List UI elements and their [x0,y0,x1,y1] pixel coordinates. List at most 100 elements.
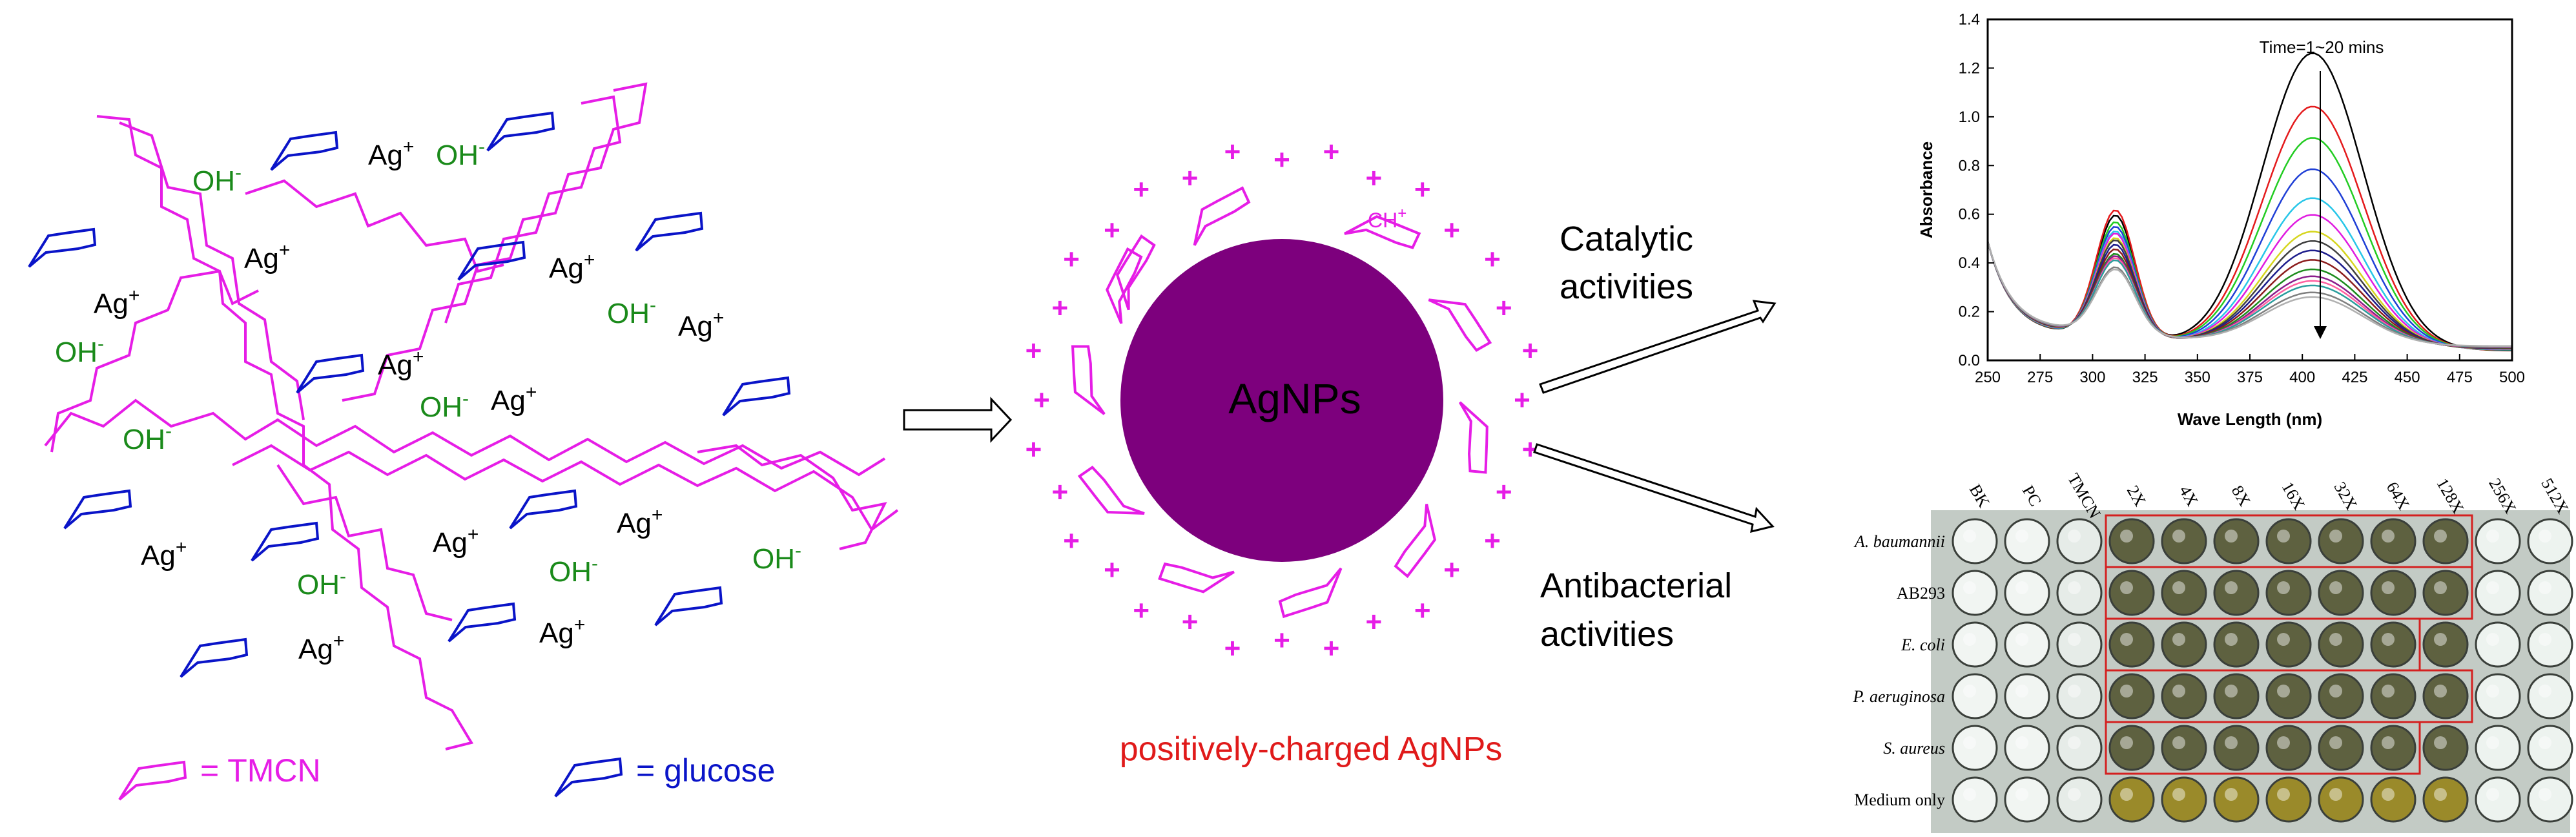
y-tick-label: 0.2 [1959,304,1980,321]
well-highlight [2486,633,2499,646]
well-highlight [2277,633,2290,646]
well-highlight [2434,633,2447,646]
antibacterial-label-line2: activities [1540,615,1674,654]
plate-well [2056,518,2103,564]
glucose-ring [296,354,364,394]
plate-column-label: 2X [2123,482,2150,510]
plate-well [2422,518,2469,564]
plate-well [2370,570,2416,616]
plate-row-label: P. aeruginosa [1852,687,1945,706]
well-highlight [2277,736,2290,749]
positive-charge: + [1051,476,1068,508]
well-highlight [2172,788,2185,801]
plate-well [2527,518,2573,564]
plate-row-label: AB293 [1897,584,1945,603]
silver-ions: Ag+ Ag+ Ag+ Ag+ Ag+ Ag+ Ag+ Ag+ Ag+ Ag+ … [94,136,724,665]
silver-ion: Ag+ [298,630,344,665]
well-highlight [2015,530,2028,542]
well-highlight [2382,633,2395,646]
plate-well [2527,621,2573,668]
y-tick-label: 0.6 [1959,206,1980,223]
positive-charge: + [1484,243,1501,275]
plate-well [2422,570,2469,616]
plate-well [2161,570,2207,616]
plate-well [2318,776,2364,823]
hydroxide-ion: OH- [752,540,801,575]
well-highlight [2120,685,2133,698]
absorbance-curve [1986,241,2512,349]
well-highlight [2382,788,2395,801]
plate-well [2370,621,2416,668]
silver-ion: Ag+ [141,537,187,572]
positive-charge: + [1514,384,1530,416]
plate-well [2213,673,2260,719]
silver-ion: Ag+ [549,249,595,284]
plate-well [2161,518,2207,564]
glucose-ring [270,131,338,171]
agnp-sphere [1120,239,1443,562]
hydroxide-ion: OH- [55,333,104,368]
well-highlight [2172,530,2185,542]
chart-x-axis-label: Wave Length (nm) [2178,409,2322,429]
plate-well [2475,673,2521,719]
glucose-ring [28,228,96,268]
well-highlight [1963,581,1976,594]
x-tick-label: 325 [2132,369,2158,386]
tmcn-chain-diagonal-left [96,115,474,750]
well-highlight [2382,736,2395,749]
well-highlight [2486,685,2499,698]
positive-charge: + [1104,554,1120,586]
chart-annotation: Time=1~20 mins [2260,37,2384,57]
glucose-legend-label: = glucose [636,752,775,789]
well-highlight [2068,530,2081,542]
positive-charge: + [1182,162,1199,194]
plate-well [2213,621,2260,668]
plate-well [2318,570,2364,616]
y-tick-label: 1.2 [1959,59,1980,77]
plate-well [1952,570,1998,616]
well-highlight [2172,633,2185,646]
well-highlight [2120,581,2133,594]
catalytic-label-line1: Catalytic [1560,220,1693,258]
capping-ring [1447,400,1498,475]
positive-charge: + [1273,144,1290,176]
mic-box [2105,721,2421,775]
plate-well [2370,776,2416,823]
hydroxide-ion: OH- [549,553,598,588]
silver-ion: Ag+ [244,240,290,274]
plate-well [2004,518,2050,564]
y-tick-label: 0.4 [1959,254,1980,272]
plate-well [2108,570,2155,616]
absorbance-curve [1986,241,2512,349]
well-highlight [2434,530,2447,542]
glucose-ring [509,490,577,530]
plate-well [2422,776,2469,823]
hydroxide-ion: OH- [192,162,242,197]
synthesis-arrow-shape [903,397,1013,443]
silver-ion: Ag+ [678,307,724,342]
plate-well [2004,776,2050,823]
tmcn-chain-center-lower [276,464,453,621]
plate-well [2422,725,2469,771]
silver-ion: Ag+ [491,382,537,417]
capping-ring [1157,542,1235,608]
plate-well [2475,621,2521,668]
plate-well [2213,725,2260,771]
glucose-ring [722,377,790,417]
plate-well [2265,725,2312,771]
glucose-ring [63,490,132,530]
x-tick-label: 350 [2185,369,2210,386]
tmcn-legend-label: = TMCN [200,752,321,789]
well-highlight [2225,581,2238,594]
well-highlight [2486,530,2499,542]
well-highlight [2015,633,2028,646]
well-highlight [2329,530,2342,542]
plate-row-label: S. aureus [1883,739,1945,758]
well-highlight [1963,736,1976,749]
capping-ring [1180,186,1258,247]
plate-well [2422,621,2469,668]
well-highlight [2277,788,2290,801]
capping-ring [1427,282,1492,361]
